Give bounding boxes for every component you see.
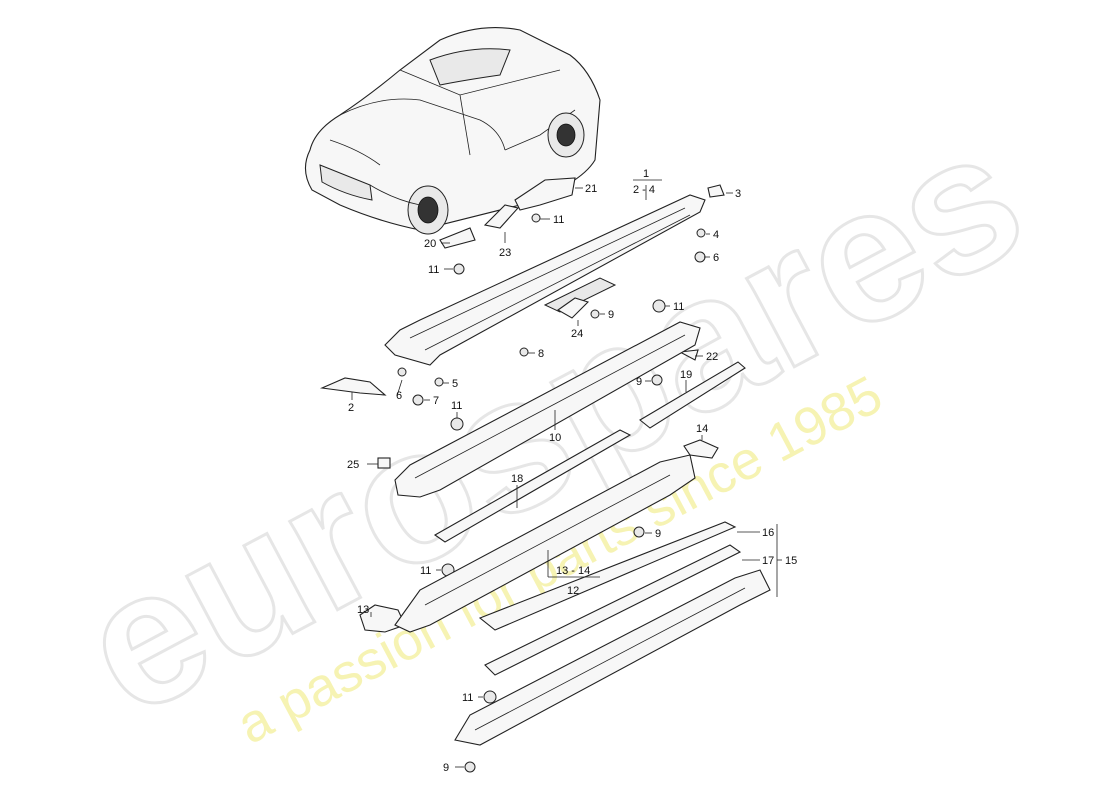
side-skirt-12 [394,454,696,633]
bracket-23 [483,204,520,229]
clip-14 [683,439,719,459]
clip-3 [707,184,725,198]
callout-17: 17 [762,555,774,567]
callout-labels: 1 2 - 4 3 21 11 23 20 11 4 6 11 9 24 8 2… [347,168,797,774]
callout-9c: 9 [655,528,661,540]
callout-11a: 11 [553,214,564,226]
callout-4: 4 [713,229,719,241]
running-board-17 [484,544,742,676]
callout-9b: 9 [636,376,642,388]
callout-25: 25 [347,459,359,471]
trim-piece-22 [678,349,699,361]
callout-11e: 11 [420,565,431,577]
callout-7: 7 [433,395,439,407]
callout-2-4: 2 - 4 [633,184,655,196]
callout-21: 21 [585,183,597,195]
callout-15: 15 [785,555,797,567]
callout-12: 12 [567,585,579,597]
callout-11f: 11 [462,692,473,704]
callout-3: 3 [735,188,741,200]
clip-25 [377,457,391,469]
trim-strip-18 [433,429,632,543]
sill-rail-10 [394,321,701,498]
bracket-20 [439,227,476,249]
callout-11c: 11 [673,301,684,313]
callout-6b: 6 [396,390,402,402]
callout-9d: 9 [443,762,449,774]
running-board-16 [478,521,737,631]
leader-lines [351,179,782,768]
callout-14: 14 [696,423,708,435]
fasteners [397,213,706,773]
callout-9a: 9 [608,309,614,321]
callout-16: 16 [762,527,774,539]
callout-10: 10 [549,432,561,444]
callout-8: 8 [538,348,544,360]
callout-22: 22 [706,351,718,363]
callout-13: 13 [357,604,369,616]
callout-2: 2 [348,402,354,414]
callout-5: 5 [452,378,458,390]
callout-20: 20 [424,238,436,250]
callout-23: 23 [499,247,511,259]
callout-24: 24 [571,328,583,340]
callout-13-14: 13 - 14 [556,565,590,577]
callout-19: 19 [680,369,692,381]
sill-panel-1 [384,194,706,366]
callout-6a: 6 [713,252,719,264]
callout-11b: 11 [428,264,439,276]
car-illustration [304,26,601,235]
callout-1: 1 [643,168,649,180]
bracket-21 [514,177,576,211]
trim-strip-19 [639,361,746,429]
trim-piece-2 [319,377,387,396]
bracket-24 [556,297,590,319]
callout-18: 18 [511,473,523,485]
callout-11d: 11 [451,400,462,412]
